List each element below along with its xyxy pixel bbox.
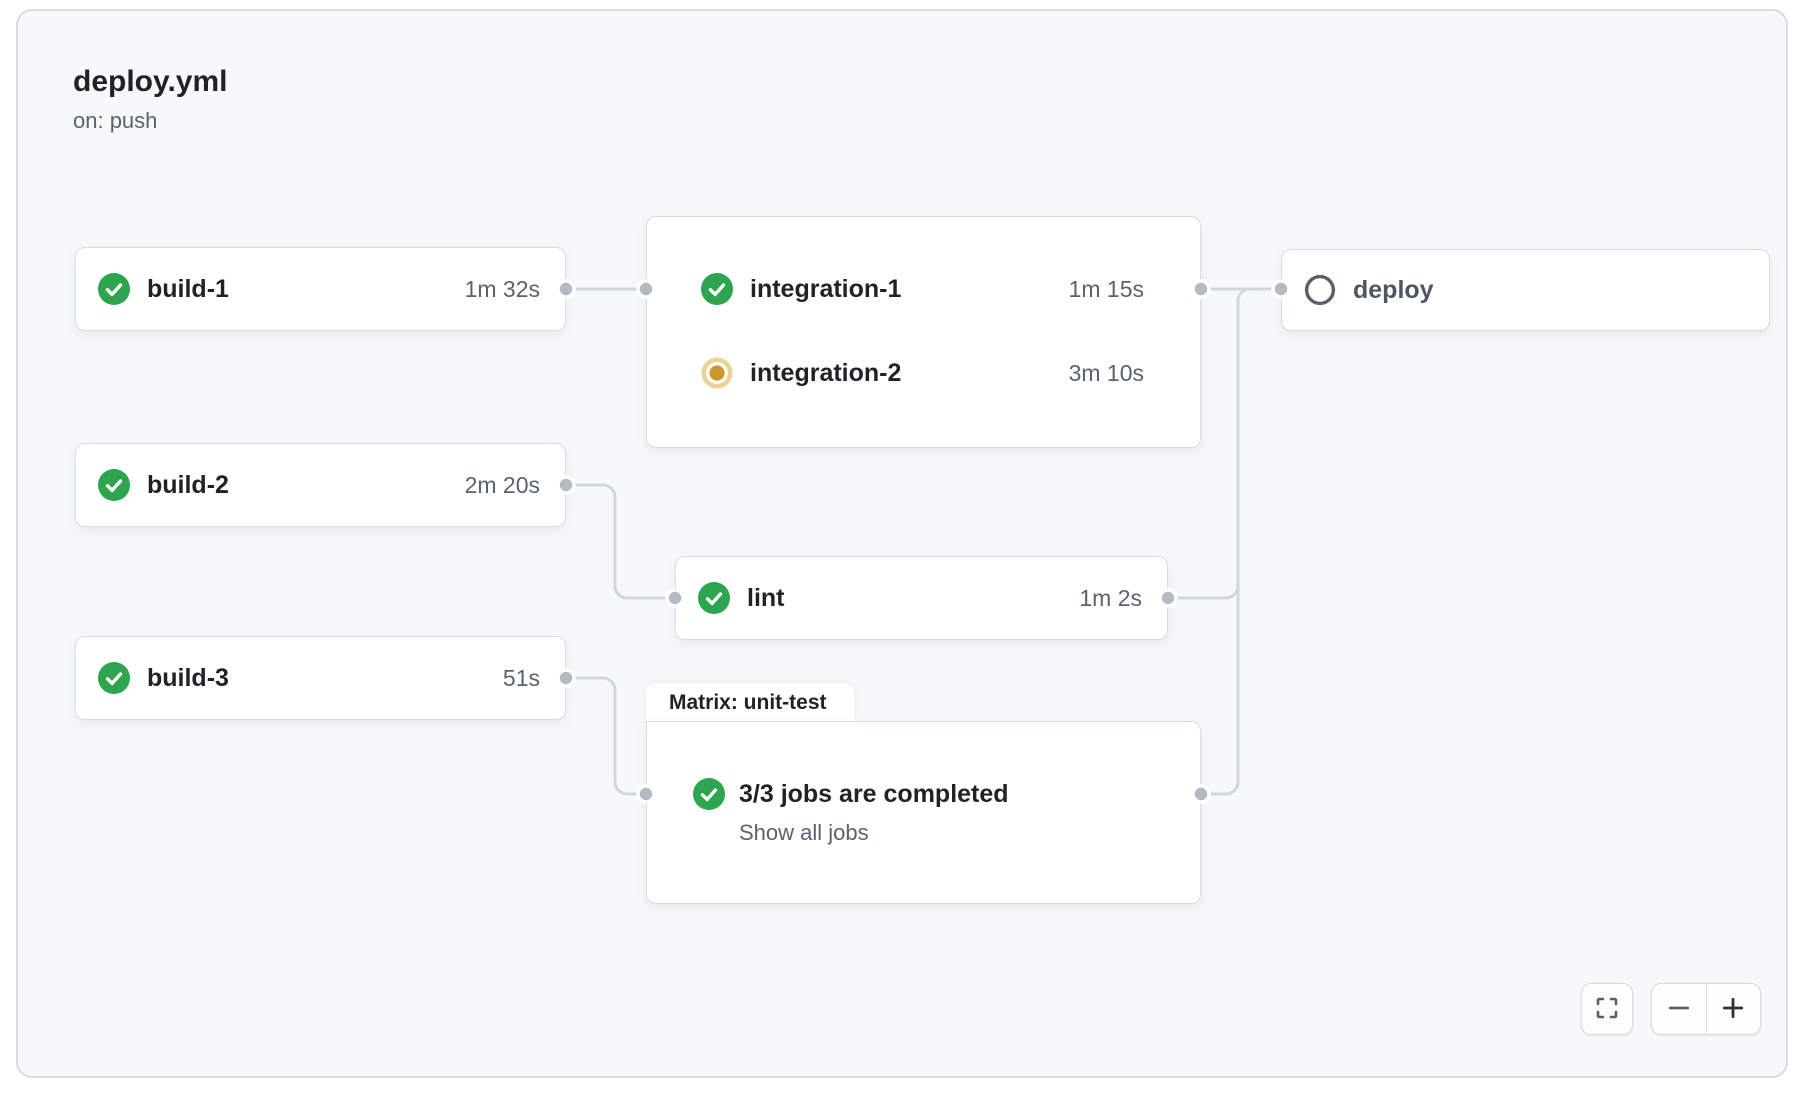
job-node-build-3[interactable]: build-3 51s — [75, 636, 566, 720]
job-label: integration-1 — [750, 274, 902, 303]
job-duration: 2m 20s — [464, 471, 540, 498]
check-circle-icon — [698, 582, 730, 614]
job-node-integration-2[interactable]: integration-2 3m 10s — [701, 331, 1144, 415]
plus-icon — [1720, 995, 1746, 1024]
fullscreen-icon — [1595, 996, 1619, 1023]
minus-icon — [1666, 995, 1692, 1024]
fullscreen-button[interactable] — [1581, 983, 1633, 1035]
check-circle-icon — [701, 273, 733, 305]
in-progress-dot-icon — [701, 357, 733, 389]
job-duration: 1m 2s — [1079, 584, 1142, 611]
job-group-integration: integration-1 1m 15s integration-2 3m 10… — [646, 216, 1201, 448]
check-circle-icon — [98, 662, 130, 694]
job-node-lint[interactable]: lint 1m 2s — [675, 556, 1168, 640]
job-node-deploy[interactable]: deploy — [1281, 249, 1770, 331]
job-label: build-2 — [147, 470, 229, 499]
workflow-trigger: on: push — [73, 108, 158, 133]
edge-lint-trunk — [1168, 585, 1240, 600]
zoom-control-group — [1651, 983, 1761, 1035]
edge-matrix-deploy-trunk — [1201, 287, 1281, 796]
workflow-header: deploy.yml on: push — [73, 63, 227, 135]
check-circle-icon — [98, 469, 130, 501]
workflow-file-title: deploy.yml — [73, 65, 228, 98]
matrix-tab: Matrix: unit-test — [646, 683, 854, 723]
job-duration: 3m 10s — [1068, 359, 1144, 386]
job-label: integration-2 — [750, 358, 902, 387]
zoom-in-button[interactable] — [1705, 984, 1761, 1034]
matrix-tab-label: Matrix: unit-test — [669, 691, 827, 714]
job-duration: 1m 15s — [1068, 275, 1144, 302]
edge-build2-lint — [566, 483, 675, 600]
job-label: build-3 — [147, 663, 229, 692]
job-label: deploy — [1353, 275, 1434, 304]
job-node-build-1[interactable]: build-1 1m 32s — [75, 247, 566, 331]
show-all-jobs-link[interactable]: Show all jobs — [739, 820, 869, 845]
job-label: build-1 — [147, 274, 229, 303]
check-circle-icon — [693, 778, 725, 810]
job-node-integration-1[interactable]: integration-1 1m 15s — [701, 247, 1144, 331]
matrix-summary: 3/3 jobs are completed — [739, 780, 1009, 808]
job-duration: 1m 32s — [464, 275, 540, 302]
edge-build3-matrix — [566, 676, 646, 796]
workflow-graph-canvas[interactable]: deploy.yml on: push build-1 1m 32s build… — [16, 9, 1788, 1078]
job-duration: 51s — [502, 664, 540, 691]
job-node-matrix-unit-test[interactable]: 3/3 jobs are completed Show all jobs — [646, 721, 1201, 904]
zoom-out-button[interactable] — [1652, 984, 1706, 1034]
job-label: lint — [747, 583, 785, 612]
pending-circle-icon — [1304, 274, 1336, 306]
check-circle-icon — [98, 273, 130, 305]
job-node-build-2[interactable]: build-2 2m 20s — [75, 443, 566, 527]
